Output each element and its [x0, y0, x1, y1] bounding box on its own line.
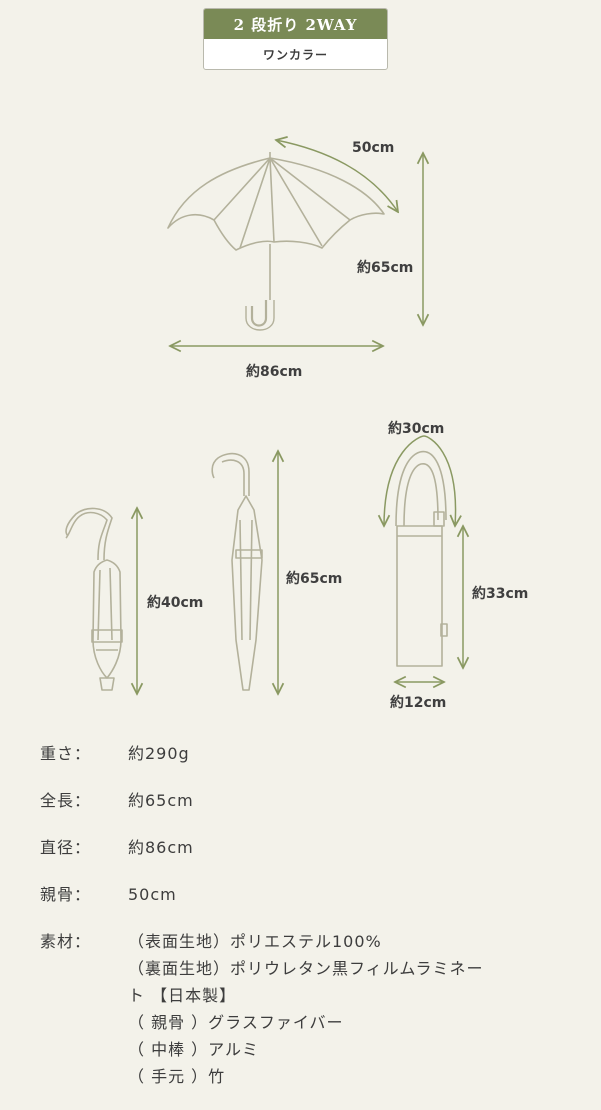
spec-value: 約65cm [128, 791, 194, 810]
spec-list: 重さ： 約290g 全長： 約65cm 直径： 約86cm 親骨： 50cm 素… [40, 740, 580, 1110]
folded-umbrella-illustration [65, 507, 123, 691]
span-arrow [276, 140, 398, 212]
spec-key: 全長： [40, 791, 92, 810]
open-span-label: 50cm [352, 140, 395, 156]
spec-value: 約290g [128, 744, 190, 763]
long-umbrella-illustration [211, 452, 263, 691]
badge-title: 2 段折り 2WAY [204, 9, 387, 39]
spec-key: 素材： [40, 932, 92, 951]
spec-row-weight: 重さ： 約290g [40, 740, 580, 767]
material-line: （ 親骨 ）グラスファイバー [128, 1013, 344, 1032]
spec-row-length: 全長： 約65cm [40, 787, 580, 814]
bag-width-arrow [384, 435, 456, 526]
material-line: （裏面生地）ポリウレタン黒フィルムラミネー [128, 959, 484, 978]
material-line: （ 中棒 ）アルミ [128, 1040, 260, 1059]
bag-bottom-label: 約12cm [390, 695, 447, 711]
spec-value: 約86cm [128, 838, 194, 857]
material-lines: （表面生地）ポリエステル100% （裏面生地）ポリウレタン黒フィルムラミネー ト… [128, 928, 580, 1090]
spec-row-material: 素材： （表面生地）ポリエステル100% （裏面生地）ポリウレタン黒フィルムラミ… [40, 928, 580, 1090]
spec-row-diameter: 直径： 約86cm [40, 834, 580, 861]
bag-width-label: 約30cm [388, 421, 445, 437]
long-length-label: 約65cm [286, 571, 343, 587]
open-diameter-label: 約86cm [246, 364, 303, 380]
spec-value: 50cm [128, 885, 177, 904]
folded-length-label: 約40cm [147, 595, 204, 611]
open-umbrella-illustration [167, 152, 385, 331]
spec-key: 直径： [40, 838, 92, 857]
spec-key: 親骨： [40, 885, 92, 904]
material-line: （ 手元 ）竹 [128, 1067, 226, 1086]
badge-subtitle: ワンカラー [262, 47, 328, 62]
product-type-badge: 2 段折り 2WAY ワンカラー [203, 8, 388, 70]
material-line: （表面生地）ポリエステル100% [128, 932, 382, 951]
material-line: ト 【日本製】 [128, 986, 237, 1005]
bag-height-label: 約33cm [472, 586, 529, 602]
spec-key: 重さ： [40, 744, 92, 763]
carry-bag-illustration [395, 450, 448, 667]
open-height-label: 約65cm [357, 260, 414, 276]
spec-row-rib: 親骨： 50cm [40, 881, 580, 908]
umbrella-diagram [65, 0, 601, 730]
